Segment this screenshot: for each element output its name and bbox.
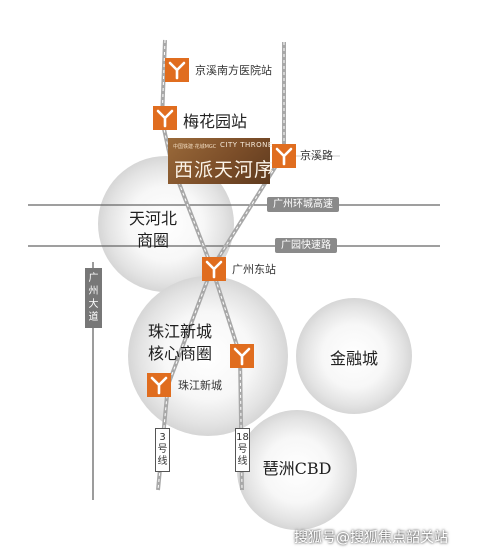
metro-icon[interactable] [153,106,177,130]
road-tag-ring-expressway: 广州环城高速 [267,197,339,212]
metro-icon[interactable] [230,344,254,368]
road-tag-guangzhou-avenue: 广州大道 [85,268,102,328]
district-circle-tianhe-north [98,156,234,292]
district-label-tianhe-north-line1: 天河北 [128,209,177,228]
line-tag-3: 3号线 [155,428,170,472]
district-label-zhujiang: 珠江新城 核心商圈 [140,321,220,365]
district-label-pazhou: 琶洲CBD [262,459,332,478]
station-label-jingxilu: 京溪路 [300,149,333,162]
project-name: 西派天河序 [174,159,275,181]
project-subtitle: 中国铁建·花城MGC [173,144,217,150]
metro-icon[interactable] [147,373,171,397]
district-label-finance-city: 金融城 [329,349,378,368]
project-english-name: CITY THRONE [220,141,273,149]
station-label-jingxi-nanfang: 京溪南方医院站 [195,64,272,77]
road-tag-express-road: 广园快速路 [275,238,337,253]
station-label-meihuayuan: 梅花园站 [183,112,248,131]
metro-icon[interactable] [165,58,189,82]
metro-icon[interactable] [272,144,296,168]
district-label-zhujiang-line1: 珠江新城 [147,322,212,341]
district-circle-finance [296,298,412,414]
metro-icon[interactable] [202,257,226,281]
line-tag-18: 18号线 [235,428,250,472]
district-label-zhujiang-line2: 核心商圈 [147,344,212,363]
district-label-tianhe-north: 天河北 商圈 [118,208,188,252]
project-badge[interactable]: 中国铁建·花城MGC CITY THRONE 西派天河序 [168,138,273,184]
district-label-tianhe-north-line2: 商圈 [136,231,169,250]
watermark-text: 搜狐号@搜狐焦点韶关站 [294,530,448,546]
district-circle-pazhou [237,410,357,530]
station-label-guangzhou-east: 广州东站 [232,263,276,276]
station-label-zhujiang-new-town: 珠江新城 [178,379,222,392]
